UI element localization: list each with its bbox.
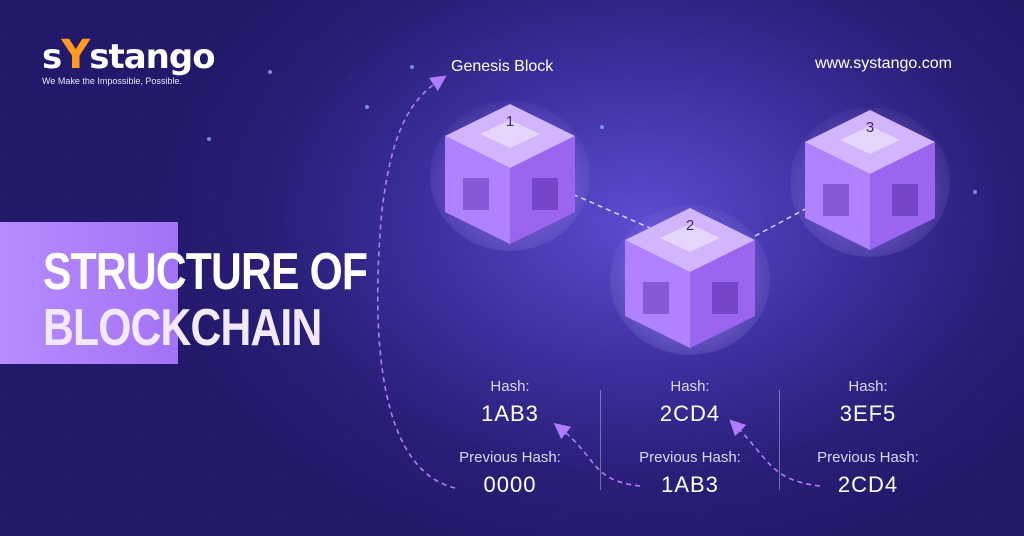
star-dot (365, 105, 369, 109)
block-cube-3 (790, 107, 950, 257)
star-dot (600, 125, 604, 129)
block-2-hash-column: Hash: 2CD4 Previous Hash: 1AB3 (605, 378, 775, 498)
star-dot (268, 70, 272, 74)
previous-hash-value: 0000 (483, 472, 537, 497)
page-title: STRUCTURE OF BLOCKCHAIN (43, 243, 368, 357)
block-cube-1 (430, 101, 590, 251)
prev-hash-arrow (553, 422, 641, 487)
title-accent-bar (0, 222, 178, 364)
block-cube-2 (610, 205, 770, 355)
block-1-hash-column: Hash: 1AB3 Previous Hash: 0000 (425, 378, 595, 498)
previous-hash-label: Previous Hash: (459, 449, 561, 466)
hash-label: Hash: (848, 378, 888, 395)
hash-label: Hash: (490, 378, 530, 395)
star-dot (207, 137, 211, 141)
title-line-1: STRUCTURE OF (43, 243, 368, 301)
prev-hash-arrow (729, 419, 821, 487)
block-3-hash-column: Hash: 3EF5 Previous Hash: 2CD4 (783, 378, 953, 498)
previous-hash-value: 1AB3 (661, 472, 719, 497)
block-number: 1 (505, 113, 515, 130)
previous-hash-label: Previous Hash: (817, 449, 919, 466)
hash-value: 1AB3 (481, 401, 539, 426)
brand-logo[interactable]: sYstango We Make the Impossible, Possibl… (42, 32, 216, 86)
title-line-2: BLOCKCHAIN (43, 299, 322, 357)
hash-label: Hash: (670, 378, 710, 395)
block-number: 3 (865, 119, 875, 136)
column-divider (779, 390, 780, 490)
previous-hash-label: Previous Hash: (639, 449, 741, 466)
hash-value: 3EF5 (839, 401, 897, 426)
hash-value: 2CD4 (659, 401, 721, 426)
logo-tagline: We Make the Impossible, Possible. (42, 76, 182, 86)
star-dot (410, 65, 414, 69)
star-dot (973, 190, 977, 194)
genesis-block-label: Genesis Block (451, 58, 554, 75)
previous-hash-value: 2CD4 (837, 472, 899, 497)
website-url[interactable]: www.systango.com (815, 55, 952, 72)
logo-wordmark: sYstango (42, 32, 216, 78)
block-number: 2 (685, 217, 695, 234)
column-divider (600, 390, 601, 490)
